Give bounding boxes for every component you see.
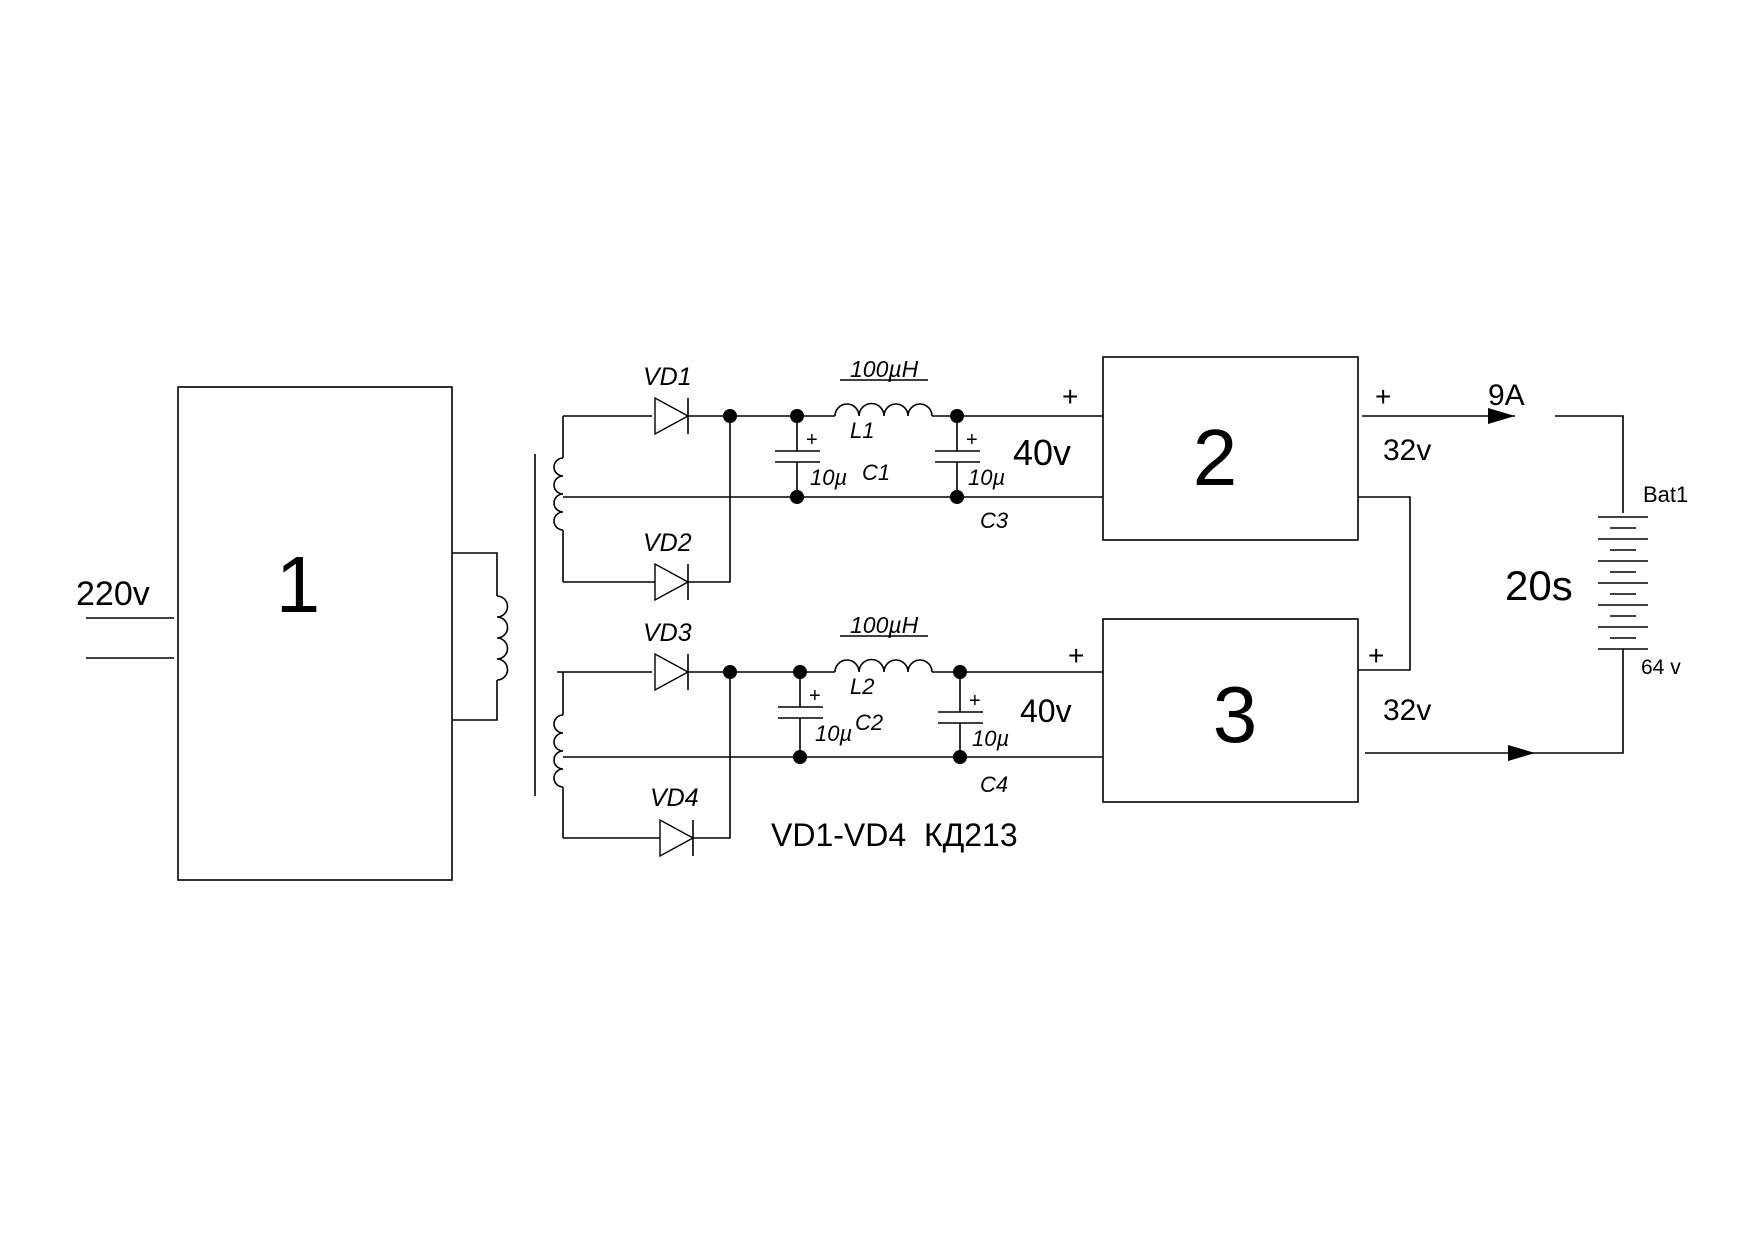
block-2-input-voltage: 40v (1013, 432, 1071, 473)
c2-value: 10µ (815, 721, 852, 746)
battery-voltage: 64 v (1641, 656, 1681, 679)
block-3-label: 3 (1213, 670, 1258, 759)
block-2-output-plus: + (1375, 381, 1391, 412)
transformer-primary (452, 552, 509, 721)
battery-ref: Bat1 (1643, 482, 1688, 507)
c2-ref: C2 (855, 710, 883, 735)
c4-plus: + (969, 690, 981, 712)
vd2-label: VD2 (643, 529, 692, 557)
block-1 (177, 386, 453, 881)
diode-vd1 (654, 396, 730, 436)
vd4-label: VD4 (650, 784, 699, 812)
inductor-l2 (834, 658, 933, 673)
c3-plus: + (966, 429, 978, 451)
vd1-label: VD1 (643, 363, 692, 391)
transformer-secondary-1 (553, 415, 1103, 583)
block-2-output-voltage: 32v (1383, 434, 1431, 467)
battery-bat1 (1598, 516, 1648, 650)
block-3-output-voltage: 32v (1383, 694, 1431, 727)
junction-dots (723, 409, 967, 764)
block-2-label: 2 (1193, 413, 1238, 502)
diode-type-note: VD1-VD4 КД213 (771, 817, 1018, 853)
l2-value: 100µH (850, 612, 919, 638)
block-3 (1102, 618, 1359, 803)
mains-input (86, 617, 174, 659)
block-1-label: 1 (276, 540, 321, 629)
l1-value: 100µH (850, 356, 919, 382)
block-3-output-plus: + (1368, 640, 1384, 671)
diode-vd4 (659, 672, 731, 858)
c2-plus: + (809, 685, 821, 707)
c1-plus: + (806, 429, 818, 451)
l1-ref: L1 (850, 418, 874, 443)
block-3-input-voltage: 40v (1020, 693, 1072, 729)
c4-ref: C4 (980, 772, 1008, 797)
diode-vd2 (654, 416, 731, 602)
vd3-label: VD3 (643, 619, 692, 647)
inductor-l1 (834, 402, 933, 417)
transformer-secondary-2 (553, 671, 1103, 839)
block-2-input-plus: + (1062, 381, 1078, 412)
l2-ref: L2 (850, 674, 874, 699)
block-2 (1102, 356, 1359, 541)
current-label: 9A (1488, 379, 1525, 412)
c3-ref: C3 (980, 508, 1009, 533)
c1-ref: C1 (862, 460, 890, 485)
c1-value: 10µ (810, 465, 847, 490)
diode-vd3 (654, 652, 730, 692)
block-3-input-plus: + (1068, 640, 1084, 671)
c3-value: 10µ (968, 465, 1005, 490)
output-wiring (1358, 408, 1624, 761)
battery-cells: 20s (1505, 562, 1573, 609)
input-voltage-label: 220v (76, 575, 150, 613)
c4-value: 10µ (972, 726, 1009, 751)
